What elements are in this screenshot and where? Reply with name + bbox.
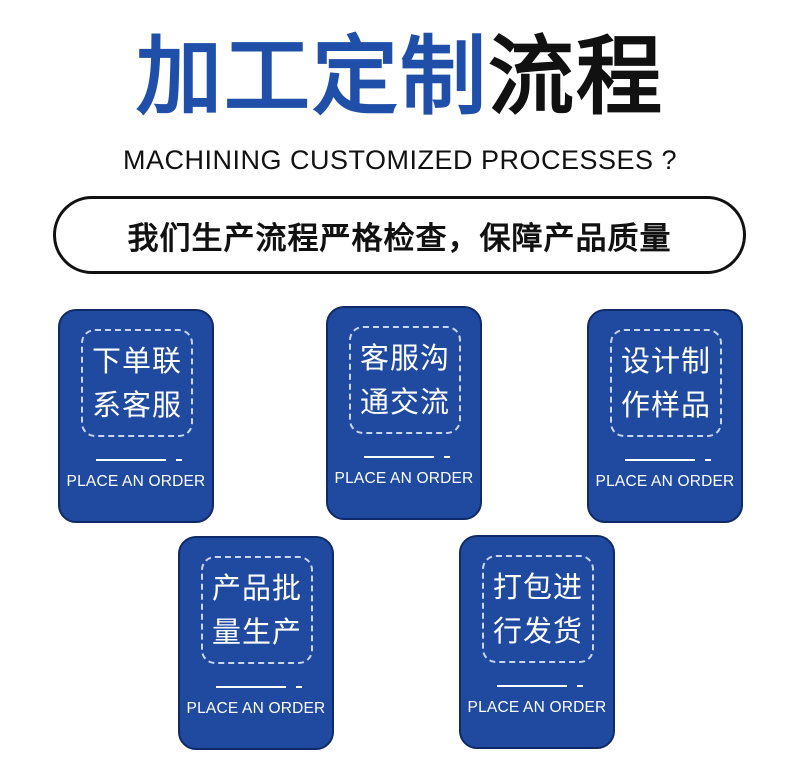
step-text-box: 打包进 行发货	[482, 555, 594, 663]
page-title-blue: 加工定制	[136, 27, 488, 127]
divider-line	[625, 459, 695, 461]
divider-line	[216, 686, 286, 688]
step-label: PLACE AN ORDER	[334, 470, 474, 487]
divider-line	[364, 456, 434, 458]
slogan-banner: 我们生产流程严格检查，保障产品质量	[53, 196, 746, 274]
step-text-box: 设计制 作样品	[610, 329, 722, 437]
divider-dash	[705, 459, 711, 461]
step-line-1: 设计制	[620, 344, 711, 378]
step-label: PLACE AN ORDER	[467, 699, 607, 716]
step-text-box: 产品批 量生产	[201, 556, 313, 664]
step-line-1: 客服沟	[359, 341, 450, 375]
step-text-box: 下单联 系客服	[81, 329, 193, 437]
step-label: PLACE AN ORDER	[595, 473, 735, 490]
divider-dash	[176, 459, 182, 461]
step-text-box: 客服沟 通交流	[349, 326, 461, 434]
step-line-1: 打包进	[492, 570, 583, 604]
page-title-black: 流程	[488, 27, 664, 127]
step-label: PLACE AN ORDER	[66, 473, 206, 490]
divider-dash	[296, 686, 302, 688]
step-line-2: 行发货	[492, 614, 583, 648]
step-line-2: 系客服	[91, 388, 182, 422]
step-line-2: 作样品	[620, 388, 711, 422]
step-label: PLACE AN ORDER	[186, 700, 326, 717]
page-subtitle: MACHINING CUSTOMIZED PROCESSES ?	[122, 145, 678, 175]
process-step-card-2: 客服沟 通交流 PLACE AN ORDER	[326, 306, 482, 520]
divider-dash	[444, 456, 450, 458]
step-line-2: 量生产	[211, 615, 302, 649]
process-step-card-1: 下单联 系客服 PLACE AN ORDER	[58, 309, 214, 523]
step-line-1: 产品批	[211, 571, 302, 605]
process-step-card-5: 打包进 行发货 PLACE AN ORDER	[459, 535, 615, 749]
step-line-1: 下单联	[91, 344, 182, 378]
slogan-text: 我们生产流程严格检查，保障产品质量	[127, 220, 672, 257]
divider-line	[497, 685, 567, 687]
process-step-card-3: 设计制 作样品 PLACE AN ORDER	[587, 309, 743, 523]
page-title: 加工定制流程	[0, 22, 800, 132]
divider-dash	[577, 685, 583, 687]
divider-line	[96, 459, 166, 461]
process-step-card-4: 产品批 量生产 PLACE AN ORDER	[178, 536, 334, 750]
step-line-2: 通交流	[359, 385, 450, 419]
